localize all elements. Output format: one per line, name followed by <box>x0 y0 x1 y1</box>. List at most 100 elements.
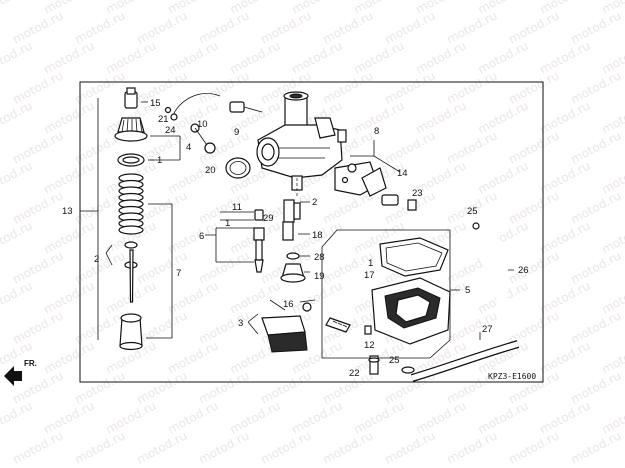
watermark-text: motod.ru <box>413 38 468 76</box>
watermark-text: motod.ru <box>568 188 623 226</box>
carburetor-body <box>229 91 347 191</box>
watermark-text: motod.ru <box>0 398 34 436</box>
watermark-text: motod.ru <box>475 398 530 436</box>
watermark-text: motod.ru <box>72 248 127 286</box>
callout-2-left: 2 <box>94 254 99 265</box>
watermark-text: motod.ru <box>0 338 34 376</box>
watermark-text: motod.ru <box>320 68 375 106</box>
watermark-text: motod.ru <box>134 8 189 46</box>
watermark-text: motod.ru <box>568 368 623 406</box>
watermark-text: motod.ru <box>134 68 189 106</box>
jets <box>205 178 310 283</box>
watermark-text: motod.ru <box>382 428 437 466</box>
watermark-text: motod.ru <box>227 398 282 436</box>
watermark-text: motod.ru <box>537 218 592 256</box>
callout-14: 14 <box>397 168 408 179</box>
direction-label: FR. <box>24 359 37 368</box>
watermark-text: motod.ru <box>41 398 96 436</box>
watermark-text: motod.ru <box>537 278 592 316</box>
callout-11: 11 <box>232 202 242 213</box>
watermark-text: motod.ru <box>568 68 623 106</box>
watermark-text: motod.ru <box>103 398 158 436</box>
watermark-text: motod.ru <box>506 8 561 46</box>
watermark-text: motod.ru <box>475 38 530 76</box>
watermark-text: motod.ru <box>289 38 344 76</box>
callout-23: 23 <box>412 188 423 199</box>
callout-8: 8 <box>374 126 379 137</box>
watermark-text: motod.ru <box>196 428 251 466</box>
watermark-text: motod.ru <box>41 218 96 256</box>
watermark-text: motod.ru <box>134 368 189 406</box>
watermark-text: motod.ru <box>41 38 96 76</box>
watermark-text: motod.ru <box>568 8 623 46</box>
watermark-text: motod.ru <box>413 98 468 136</box>
watermark-text: motod.ru <box>0 0 34 17</box>
watermark-text: motod.ru <box>320 368 375 406</box>
watermark-text: motod.ru <box>196 368 251 406</box>
float-bowl-assembly <box>321 229 460 359</box>
callout-1-bowl: 1 <box>368 258 373 269</box>
watermark-text: motod.ru <box>568 308 623 346</box>
watermark-text: motod.ru <box>196 68 251 106</box>
watermark-text: motod.ru <box>10 68 65 106</box>
callout-2-mid: 2 <box>312 197 317 208</box>
callout-4: 4 <box>186 142 191 153</box>
watermark-text: motod.ru <box>289 398 344 436</box>
callout-25-bottom: 25 <box>389 355 400 366</box>
watermark-text: motod.ru <box>72 308 127 346</box>
watermark-text: motod.ru <box>72 368 127 406</box>
callout-9: 9 <box>234 127 239 138</box>
callout-28: 28 <box>314 252 325 263</box>
watermark-text: motod.ru <box>320 428 375 466</box>
watermark-text: motod.ru <box>196 8 251 46</box>
watermark-text: motod.ru <box>10 308 65 346</box>
tubes <box>410 222 520 382</box>
watermark-text: motod.ru <box>475 158 530 196</box>
watermark-text: motod.ru <box>10 128 65 166</box>
callout-17: 17 <box>364 270 375 281</box>
watermark-text: motod.ru <box>41 278 96 316</box>
watermark-text: motod.ru <box>41 158 96 196</box>
callout-5: 5 <box>465 285 470 296</box>
callout-29: 29 <box>263 213 274 224</box>
watermark-text: motod.ru <box>258 8 313 46</box>
watermark-text: motod.ru <box>506 68 561 106</box>
watermark-text: motod.ru <box>10 188 65 226</box>
callout-19: 19 <box>314 271 325 282</box>
callout-3: 3 <box>238 318 243 329</box>
callout-26: 26 <box>518 265 529 276</box>
watermark-text: motod.ru <box>10 428 65 466</box>
watermark-text: motod.ru <box>0 278 34 316</box>
watermark-text: motod.ru <box>41 98 96 136</box>
watermark-text: motod.ru <box>72 8 127 46</box>
callout-22: 22 <box>349 368 360 379</box>
watermark-text: motod.ru <box>103 38 158 76</box>
callout-16: 16 <box>283 299 294 310</box>
callout-10: 10 <box>197 119 208 130</box>
watermark-text: motod.ru <box>444 128 499 166</box>
callout-13: 13 <box>62 206 73 217</box>
callout-15: 15 <box>150 98 161 109</box>
float <box>247 299 308 353</box>
watermark-text: motod.ru <box>537 158 592 196</box>
watermark-text: motod.ru <box>537 398 592 436</box>
watermark-text: motod.ru <box>10 248 65 286</box>
watermark-text: motod.ru <box>382 68 437 106</box>
watermark-text: motod.ru <box>134 308 189 346</box>
watermark-text: motod.ru <box>10 8 65 46</box>
watermark-text: motod.ru <box>506 428 561 466</box>
watermark-text: motod.ru <box>568 128 623 166</box>
watermark-text: motod.ru <box>568 248 623 286</box>
callout-1-top: 1 <box>157 155 162 166</box>
watermark-text: motod.ru <box>413 398 468 436</box>
watermark-text: motod.ru <box>506 128 561 166</box>
watermark-text: motod.ru <box>382 8 437 46</box>
watermark-text: motod.ru <box>0 158 34 196</box>
watermark-text: motod.ru <box>227 278 282 316</box>
watermark-text: motod.ru <box>0 218 34 256</box>
watermark-text: motod.ru <box>165 338 220 376</box>
watermark-text: motod.ru <box>134 428 189 466</box>
watermark-text: motod.ru <box>0 38 34 76</box>
diagram-frame <box>79 81 544 383</box>
